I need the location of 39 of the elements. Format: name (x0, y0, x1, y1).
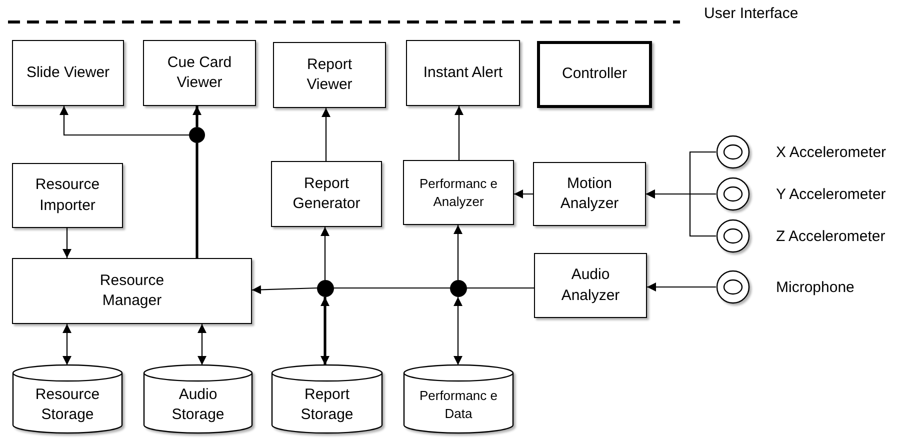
process-box: Resource Importer (12, 163, 123, 228)
arrow (192, 106, 202, 127)
process-box: Report Generator (271, 161, 382, 227)
process-box: Audio Analyzer (534, 253, 647, 318)
sensor-label: Z Accelerometer (776, 227, 886, 247)
arrow (322, 108, 330, 161)
arrow (198, 324, 206, 365)
process-box: Performanc e Analyzer (403, 160, 514, 225)
process-box: Report Viewer (273, 42, 386, 108)
sensor-label: Microphone (776, 278, 854, 298)
arrow (320, 297, 330, 365)
storage-cylinder: Report Storage (271, 364, 383, 434)
process-box: Motion Analyzer (533, 162, 646, 226)
arrow (252, 285, 318, 294)
sensor-label: Y Accelerometer (776, 185, 886, 205)
process-box: Instant Alert (406, 40, 520, 106)
arrow (646, 190, 716, 237)
sensor-icon (716, 135, 750, 169)
arrow (60, 106, 189, 136)
arrow (62, 324, 72, 365)
process-box: Cue Card Viewer (143, 40, 256, 106)
arrow (454, 106, 464, 160)
storage-cylinder: Resource Storage (12, 364, 123, 434)
arrow (62, 228, 72, 258)
arrow (320, 227, 330, 280)
layer-label: User Interface (704, 4, 798, 24)
process-box: Resource Manager (12, 258, 252, 324)
sensor-icon (716, 219, 750, 253)
arrow (454, 225, 462, 280)
sensor-icon (716, 177, 750, 211)
process-box: Controller (537, 41, 652, 108)
arrow (514, 190, 533, 198)
sensor-icon (716, 270, 750, 304)
arrow (454, 297, 462, 365)
sensor-label: X Accelerometer (776, 143, 886, 163)
storage-cylinder: Audio Storage (143, 364, 253, 434)
process-box: Slide Viewer (12, 40, 124, 106)
storage-cylinder: Performanc e Data (403, 364, 514, 434)
arrow (647, 282, 716, 292)
